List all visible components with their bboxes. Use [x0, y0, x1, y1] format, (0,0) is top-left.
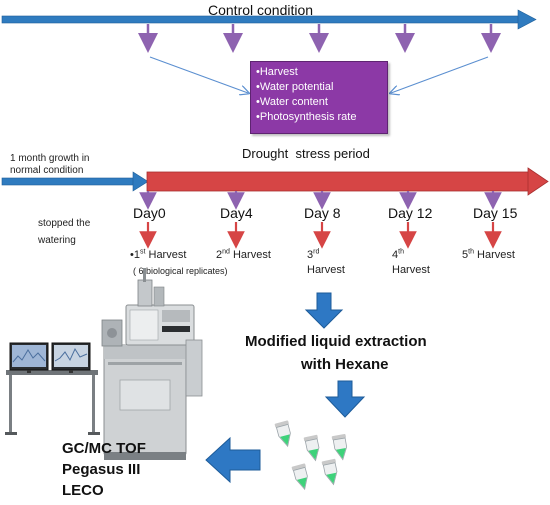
growth-arrow [1, 171, 149, 192]
harvest-word: Harvest [477, 249, 515, 261]
sample-tubes [274, 420, 348, 491]
sample-tube [303, 434, 320, 462]
instrument-label-line2: Pegasus III [62, 461, 141, 478]
drought-stress-label: Drought stress period [242, 146, 370, 161]
day-label: Day 8 [304, 205, 341, 221]
extraction-label-line1: Modified liquid extraction [245, 333, 427, 350]
control-arrow [1, 9, 537, 30]
sample-tube [331, 433, 348, 461]
harvest-label-1: •1st Harvest [130, 248, 187, 261]
harvest-ordinal: th [398, 248, 404, 256]
day-label: Day4 [220, 205, 253, 221]
sample-tube [291, 463, 308, 491]
desk [6, 370, 98, 375]
side-module [185, 339, 203, 397]
connector-arrow-right [391, 56, 489, 93]
harvest-word: Harvest [307, 264, 345, 276]
stop-watering-line2: watering [38, 235, 76, 246]
harvest-number: 4 [392, 249, 399, 261]
growth-label-line2: normal condition [10, 165, 84, 176]
harvest-ordinal: rd [313, 248, 320, 256]
harvest-ordinal: th [468, 248, 474, 256]
sample-tube [274, 420, 291, 448]
harvest-ordinal: nd [222, 248, 230, 256]
harvest-number: 1 [133, 249, 140, 261]
instrument-label-line3: LECO [62, 482, 104, 499]
replicates-label: ( 6 biological replicates) [133, 266, 228, 276]
connector-arrow-left [149, 56, 248, 93]
harvest-ordinal: st [139, 248, 146, 256]
block-arrow-left [205, 436, 261, 484]
measurement-item: Photosynthesis rate [256, 110, 387, 125]
harvest-number: 5 [462, 249, 469, 261]
day-label: Day0 [133, 205, 166, 221]
day-label: Day 12 [388, 205, 433, 221]
harvest-number: 3 [307, 249, 314, 261]
drought-arrow [146, 167, 549, 196]
day-marker-arrows [139, 191, 502, 210]
autosampler [137, 279, 153, 307]
instrument-label-line1: GC/MC TOF [62, 440, 146, 457]
control-sampling-arrows [138, 24, 501, 53]
gc-ms-instrument-illustration [5, 268, 203, 460]
block-arrow-down-1 [304, 292, 344, 329]
stop-watering-line1: stopped the [38, 218, 91, 229]
measurement-item: Water potential [256, 80, 387, 95]
extraction-label-line2: with Hexane [301, 356, 389, 373]
day-label: Day 15 [473, 205, 518, 221]
measurement-item: Water content [256, 95, 387, 110]
harvest-label-2: 2nd Harvest [216, 248, 271, 263]
block-arrow-down-2 [324, 380, 366, 418]
growth-label-line1: 1 month growth in [10, 153, 90, 164]
harvest-arrows [139, 222, 502, 249]
harvest-word: Harvest [392, 264, 430, 276]
measurement-item: Harvest [256, 65, 387, 80]
measurements-box: Harvest Water potential Water content Ph… [250, 61, 388, 134]
harvest-word: Harvest [148, 249, 187, 261]
harvest-word: Harvest [232, 249, 271, 261]
control-condition-label: Control condition [208, 2, 314, 18]
harvest-number: 2 [216, 249, 223, 261]
sample-tube [321, 458, 338, 486]
harvest-label-5: 5th Harvest [462, 248, 515, 263]
